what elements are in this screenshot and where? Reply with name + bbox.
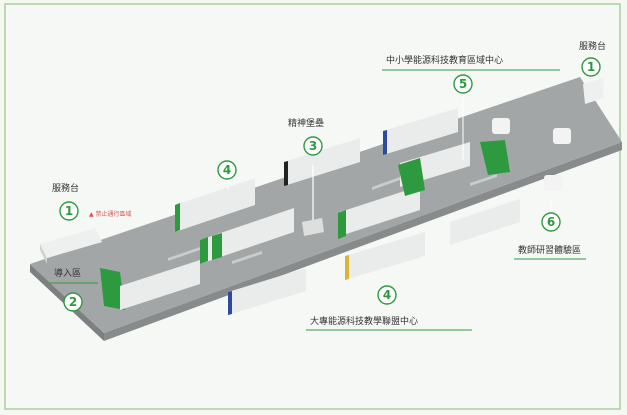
label-service-right: 服務台 [579,40,606,52]
label-lecture: 精神堡壘 [288,117,324,129]
svg-text:1: 1 [65,204,73,218]
marker-1-right: 1 [581,57,601,77]
service-desk-right [583,78,604,104]
near-row-panels [100,199,520,315]
marker-3: 3 [303,136,323,156]
marker-1-left: 1 [59,201,79,221]
leader-lines [227,94,552,212]
label-warning: ▲ 禁止通行區域 [89,210,132,218]
marker-6: 6 [541,212,561,232]
lecture-kiosk [302,165,324,236]
far-row-panels [175,108,458,232]
svg-text:5: 5 [459,77,467,91]
label-entry: 導入區 [54,267,81,279]
svg-text:4: 4 [383,288,391,302]
marker-4-bottom: 4 [377,285,397,305]
service-desk-left [40,228,102,264]
label-service-left: 服務台 [52,182,79,194]
marker-2: 2 [63,292,83,312]
label-center-univ: 大專能源科技教學聯盟中心 [310,315,418,327]
marker-5: 5 [453,74,473,94]
svg-text:3: 3 [309,139,317,153]
label-teacher: 教師研習體驗區 [518,244,581,256]
label-center-k12: 中小學能源科技教育區域中心 [386,54,503,66]
svg-text:4: 4 [223,163,231,177]
middle-row-panels [200,140,510,264]
svg-text:2: 2 [69,295,77,309]
svg-text:6: 6 [547,215,555,229]
marker-4-top: 4 [217,160,237,180]
vr-stations [492,118,571,191]
svg-text:1: 1 [587,60,595,74]
